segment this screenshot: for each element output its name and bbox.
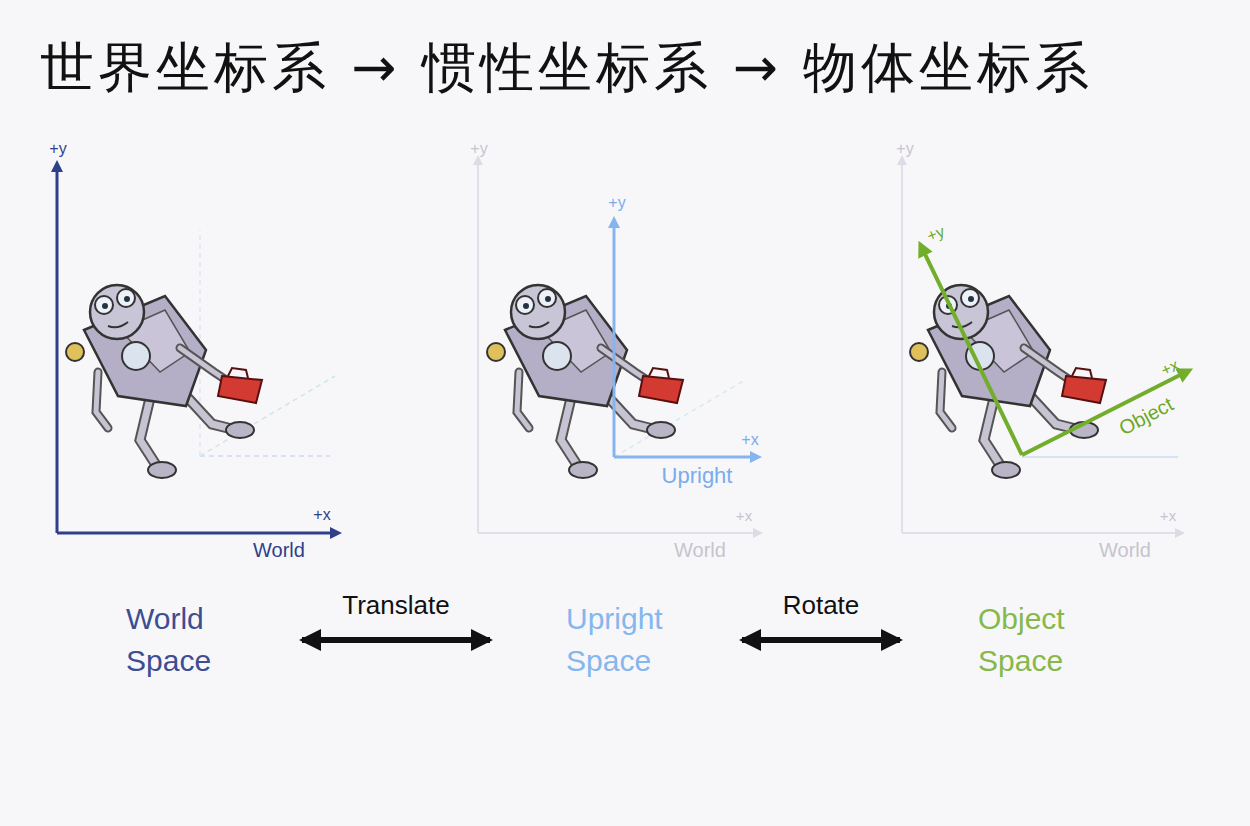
space-name: World Space — [126, 598, 266, 682]
space-name: Upright Space — [566, 598, 706, 682]
axis-label: +y — [896, 141, 913, 157]
axis-label: +x — [1159, 357, 1181, 379]
space-node: Object Space — [900, 598, 1150, 682]
object-x-axis — [1022, 372, 1186, 455]
world-y-axis — [56, 166, 59, 533]
axis-label: +x — [741, 432, 758, 448]
robot — [66, 285, 262, 478]
ghost-axis — [200, 455, 330, 457]
axis-label: +x — [313, 507, 330, 523]
axis-label: +y — [608, 195, 625, 211]
faint-upright-axis — [1022, 456, 1178, 458]
space-node: World Space — [40, 598, 302, 682]
axis-label: +x — [736, 508, 752, 523]
axis-label: +y — [470, 141, 487, 157]
faint-world-x-axis — [902, 532, 1180, 534]
edge-label: Translate — [339, 591, 452, 620]
space-name: Upright — [662, 465, 733, 487]
robot — [910, 285, 1106, 478]
faint-world-x-axis — [478, 532, 758, 534]
axis-label: +y — [49, 141, 66, 157]
robot — [487, 285, 683, 478]
axis-label: +x — [1160, 508, 1176, 523]
edge-label: Rotate — [780, 591, 863, 620]
space-name: World — [1099, 540, 1151, 560]
upright-y-axis — [613, 222, 616, 457]
world-x-axis — [57, 532, 336, 535]
object-y-axis — [922, 248, 1022, 455]
faint-world-y-axis — [901, 160, 903, 533]
upright-x-axis — [614, 456, 756, 459]
page-title: 世界坐标系 → 惯性坐标系 → 物体坐标系 — [40, 36, 1093, 101]
double-arrow — [302, 637, 490, 643]
space-name: World — [253, 540, 305, 560]
space-name: Object — [1116, 394, 1176, 439]
space-node: Upright Space — [490, 598, 742, 682]
double-arrow — [742, 637, 900, 643]
space-name: World — [674, 540, 726, 560]
space-name: Object Space — [978, 598, 1118, 682]
faint-world-y-axis — [477, 160, 479, 533]
axis-label: +y — [925, 224, 947, 245]
